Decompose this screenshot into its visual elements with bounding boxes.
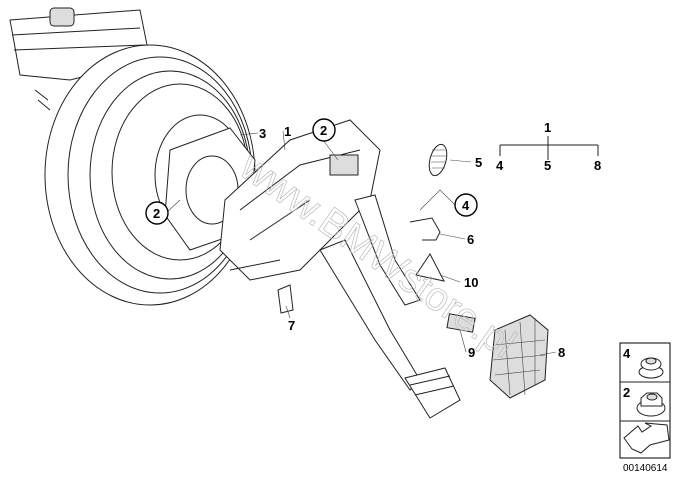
callout-circle-4 (454, 193, 478, 217)
tree-child-8: 8 (594, 158, 601, 173)
return-spring (428, 143, 448, 177)
warning-label (415, 253, 445, 282)
callout-1: 1 (284, 124, 291, 139)
callout-3: 3 (259, 126, 266, 141)
hex-nut-icon (636, 392, 666, 417)
brake-pedal (319, 239, 461, 419)
callout-8: 8 (558, 345, 565, 360)
bracket-bolt (277, 284, 294, 314)
callout-6: 6 (467, 232, 474, 247)
clip (409, 217, 441, 241)
tree-child-4: 4 (496, 158, 504, 173)
panel-item-2: 2 (623, 385, 630, 400)
pedal-switch (446, 313, 476, 333)
clutch-pedal-arm (354, 194, 421, 306)
callout-circle-2-top (312, 118, 336, 142)
arrow-icon (623, 422, 670, 454)
assembly-tree: 1 4 5 8 (496, 120, 601, 173)
pedal-pad (489, 314, 549, 399)
leader-lines (165, 130, 557, 356)
tree-child-5: 5 (544, 158, 551, 173)
callout-5: 5 (475, 155, 482, 170)
grommet-icon (638, 357, 664, 379)
diagram-number: 00140614 (623, 463, 668, 474)
callout-4: 4 (462, 198, 470, 213)
callout-9: 9 (468, 345, 475, 360)
callout-2-top: 2 (320, 123, 327, 138)
tree-parent: 1 (544, 120, 551, 135)
hardware-panel: 4 2 (619, 342, 671, 459)
callout-2-left: 2 (153, 206, 160, 221)
callout-circle-2-left (145, 201, 169, 225)
callout-7: 7 (288, 318, 295, 333)
panel-item-4: 4 (623, 346, 631, 361)
callout-10: 10 (464, 275, 478, 290)
